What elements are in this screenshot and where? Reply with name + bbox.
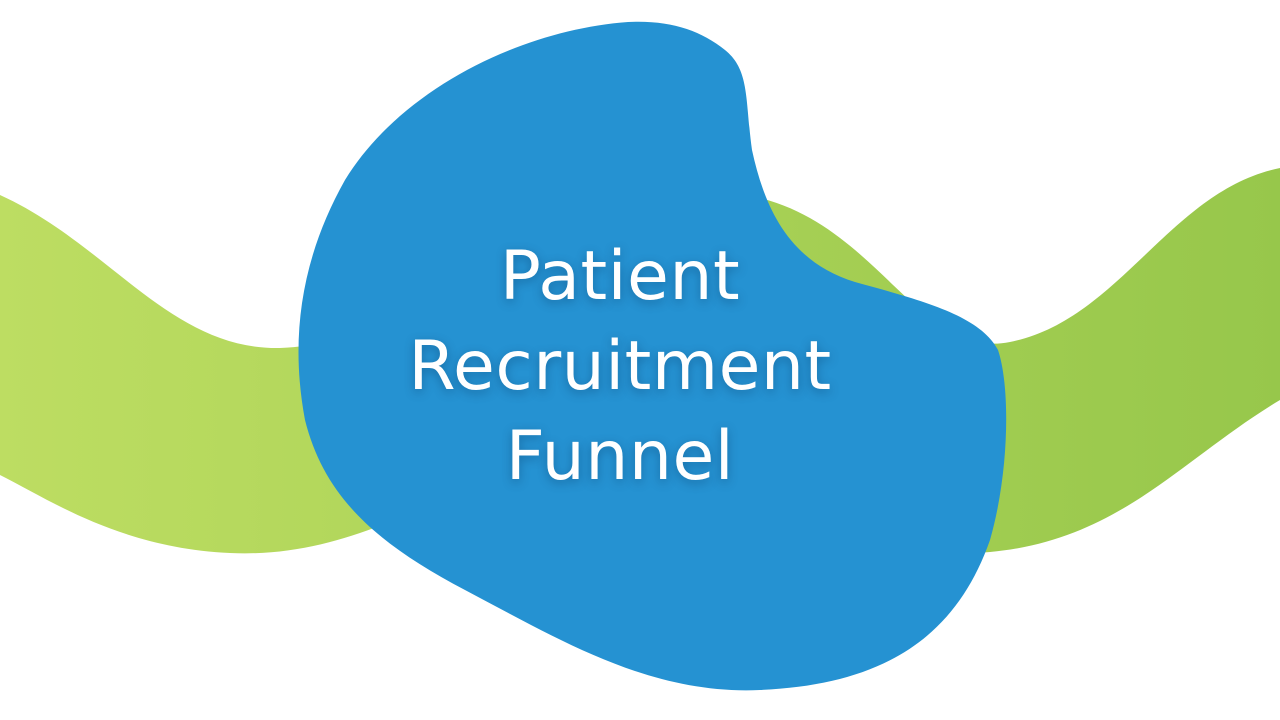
title-line-1: Patient: [499, 237, 741, 316]
blue-blob-shape: [298, 21, 1007, 691]
title-line-3: Funnel: [505, 417, 735, 496]
title-line-2: Recruitment: [408, 327, 832, 406]
slide-title: Patient Recruitment Funnel: [300, 232, 940, 502]
